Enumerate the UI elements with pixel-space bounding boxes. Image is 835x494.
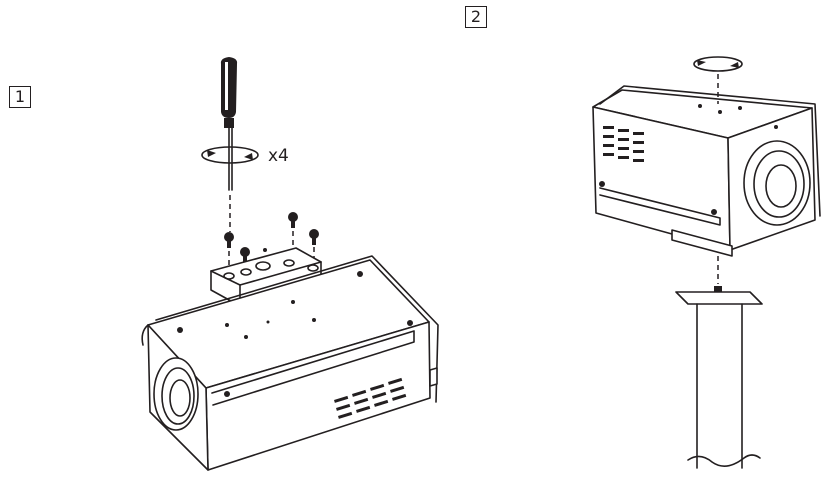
camera-icon bbox=[592, 85, 821, 257]
screw-quantity-label: x4 bbox=[268, 146, 289, 166]
rotate-arrow-icon bbox=[201, 146, 259, 164]
step-1-badge: 1 bbox=[9, 86, 31, 108]
rotate-arrow-icon bbox=[693, 56, 743, 72]
mount-pole-icon bbox=[675, 291, 763, 469]
step-2-badge: 2 bbox=[465, 6, 487, 28]
screw-icon bbox=[714, 286, 722, 296]
camera-icon bbox=[141, 255, 439, 471]
screw-icon bbox=[224, 212, 319, 263]
mounting-bracket-icon bbox=[210, 247, 322, 307]
screwdriver-icon bbox=[220, 57, 238, 191]
